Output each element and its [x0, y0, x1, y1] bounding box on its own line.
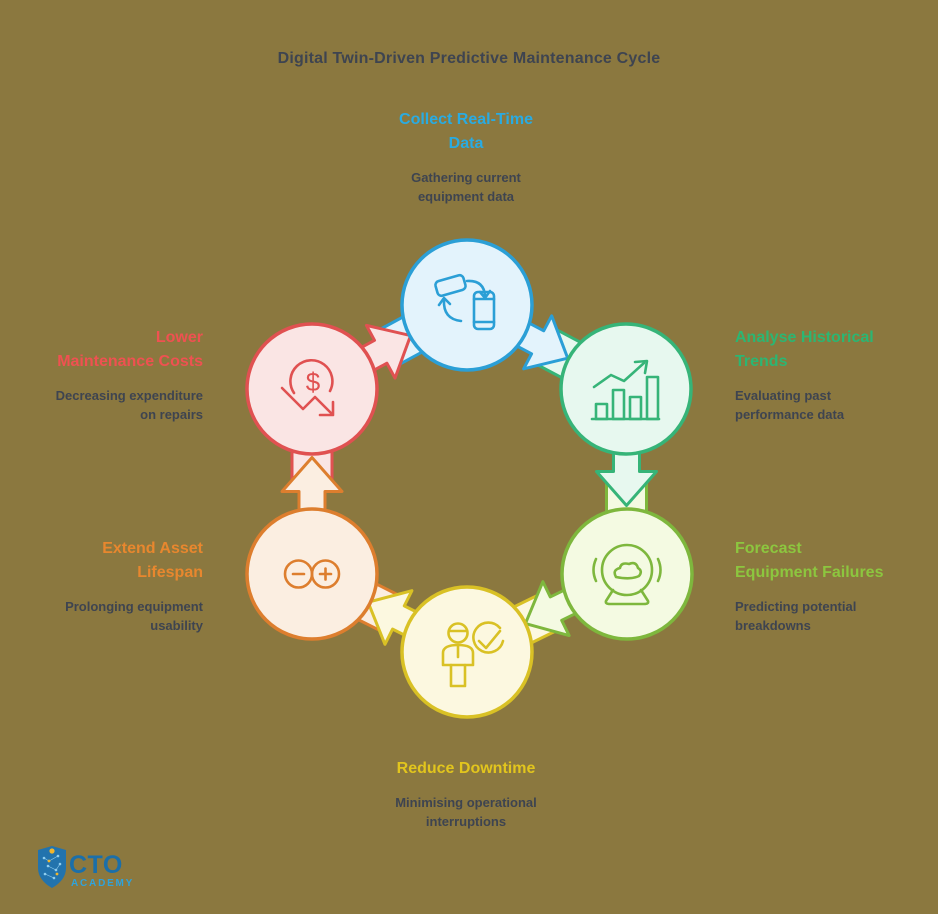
person-check-icon [441, 621, 505, 688]
stage-label-collect-real-time-data: Collect Real-Time Data Gathering current… [346, 108, 586, 206]
stage-circle-forecast [560, 507, 694, 641]
stage-label-extend-asset-lifespan: Extend Asset Lifespan Prolonging equipme… [0, 537, 203, 635]
stage-heading: Reduce Downtime [396, 760, 536, 777]
stage-desc: Decreasing expenditure on repairs [55, 388, 203, 422]
stage-circle-lower: $ [245, 322, 379, 456]
crystal-ball-icon [592, 543, 662, 606]
stage-heading: Forecast Equipment Failures [735, 540, 884, 581]
shield-icon [38, 846, 66, 888]
stage-label-analyse-historical-trends: Analyse Historical Trends Evaluating pas… [735, 326, 935, 424]
stage-label-forecast-equipment-failures: Forecast Equipment Failures Predicting p… [735, 537, 938, 635]
device-sync-icon [434, 273, 496, 331]
page-title: Digital Twin-Driven Predictive Maintenan… [277, 50, 661, 67]
stage-label-lower-maintenance-costs: Lower Maintenance Costs Decreasing expen… [0, 326, 203, 424]
stage-desc: Predicting potential breakdowns [735, 599, 857, 633]
stage-heading: Lower Maintenance Costs [57, 329, 203, 370]
stage-desc: Prolonging equipment usability [65, 599, 203, 633]
stage-circle-analyse [559, 322, 693, 456]
stage-circle-reduce [400, 585, 534, 719]
trend-bar-chart-icon [590, 359, 661, 421]
dollar-sign: $ [306, 367, 321, 397]
logo-subname: ACADEMY [71, 878, 134, 889]
infinity-icon [283, 559, 341, 589]
stage-heading: Collect Real-Time Data [399, 111, 533, 152]
logo-name: CTO [69, 851, 123, 879]
stage-desc: Gathering current equipment data [411, 170, 521, 204]
stage-desc: Evaluating past performance data [735, 388, 845, 422]
dollar-decrease-icon: $ [280, 358, 335, 417]
stage-heading: Extend Asset Lifespan [102, 540, 203, 581]
cto-academy-logo: CTO ACADEMY [36, 844, 138, 897]
stage-label-reduce-downtime: Reduce Downtime Minimising operational i… [346, 757, 586, 831]
stage-desc: Minimising operational interruptions [395, 795, 537, 829]
stage-heading: Analyse Historical Trends [735, 329, 874, 370]
stage-circle-collect [400, 238, 534, 372]
stage-circle-extend [245, 507, 379, 641]
